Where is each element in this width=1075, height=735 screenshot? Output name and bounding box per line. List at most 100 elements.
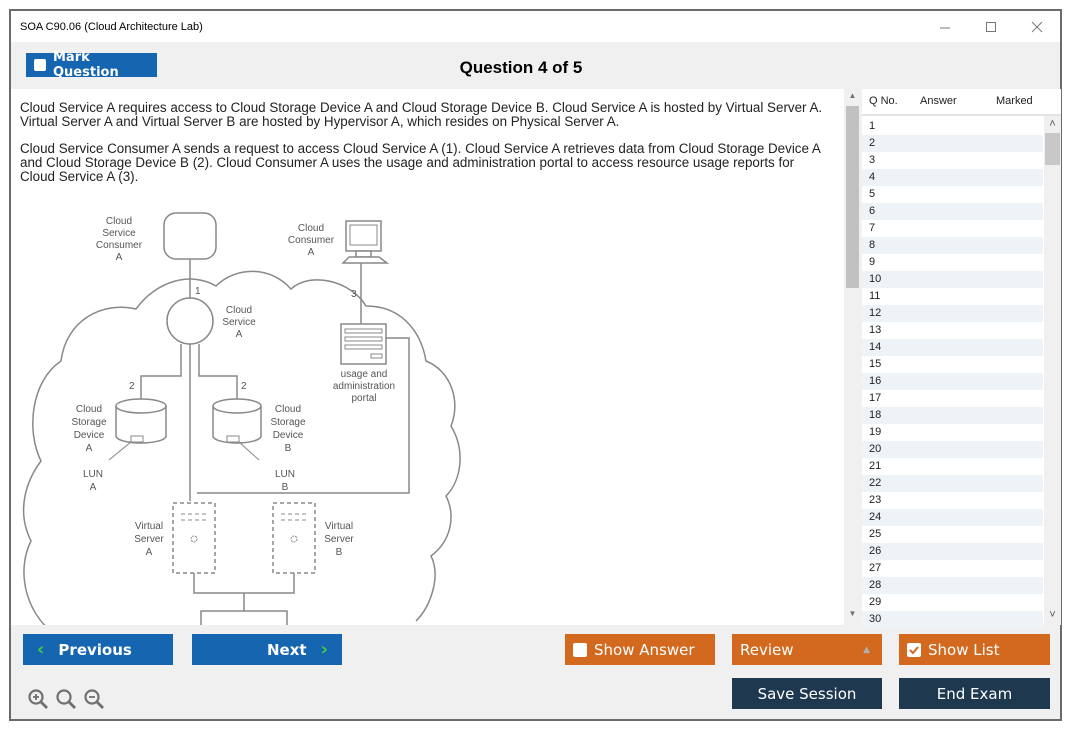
svg-text:Storage: Storage xyxy=(71,417,106,428)
question-list-row[interactable]: 8 xyxy=(862,237,1043,254)
show-list-checkbox[interactable] xyxy=(907,642,921,657)
svg-text:Service: Service xyxy=(222,317,256,328)
question-list-row[interactable]: 24 xyxy=(862,509,1043,526)
question-list-row[interactable]: 12 xyxy=(862,305,1043,322)
show-answer-label: Show Answer xyxy=(594,640,695,659)
next-label: Next xyxy=(267,640,307,659)
question-list-row[interactable]: 22 xyxy=(862,475,1043,492)
show-list-button[interactable]: Show List xyxy=(899,634,1050,665)
list-scroll-up-icon[interactable]: ˄ xyxy=(1049,118,1056,130)
col-answer[interactable]: Answer xyxy=(920,95,957,107)
content-scrollbar[interactable]: ▲ ▼ xyxy=(844,89,861,625)
svg-text:portal: portal xyxy=(351,393,376,404)
cloud-service-consumer-box xyxy=(163,212,217,260)
question-list-row[interactable]: 25 xyxy=(869,528,882,540)
svg-text:Service: Service xyxy=(102,228,136,239)
next-button[interactable]: Next › xyxy=(192,634,342,665)
mark-question-button[interactable]: Mark Question xyxy=(26,50,157,80)
svg-text:Storage: Storage xyxy=(270,417,305,428)
zoom-in-icon[interactable] xyxy=(27,688,49,710)
question-list-row[interactable]: 23 xyxy=(869,494,882,506)
mark-question-checkbox[interactable] xyxy=(34,59,46,71)
question-list-row[interactable]: 3 xyxy=(869,154,876,166)
zoom-out-icon[interactable] xyxy=(83,688,105,710)
zoom-reset-icon[interactable] xyxy=(55,688,77,710)
question-panel: Cloud Service A requires access to Cloud… xyxy=(11,89,844,625)
question-list-row[interactable]: 17 xyxy=(869,392,882,404)
question-list-row[interactable]: 20 xyxy=(862,441,1043,458)
question-list-row[interactable]: 19 xyxy=(869,426,882,438)
question-list-row[interactable]: 5 xyxy=(869,188,876,200)
question-list-row[interactable]: 14 xyxy=(862,339,1043,356)
show-answer-button[interactable]: Show Answer xyxy=(565,634,715,665)
question-list-row[interactable]: 21 xyxy=(869,460,882,472)
question-paragraph: Cloud Service Consumer A sends a request… xyxy=(20,141,821,184)
step-3-label: 3 xyxy=(351,289,357,300)
svg-text:B: B xyxy=(285,443,292,454)
svg-text:LUN: LUN xyxy=(83,469,103,480)
question-list-row[interactable]: 26 xyxy=(862,543,1043,560)
previous-button[interactable]: ‹ Previous xyxy=(23,634,173,665)
end-exam-button[interactable]: End Exam xyxy=(899,678,1050,709)
question-list-row[interactable]: 11 xyxy=(869,290,881,302)
question-list-row[interactable]: 15 xyxy=(869,358,882,370)
question-paragraph: Cloud Service A requires access to Cloud… xyxy=(20,100,823,129)
svg-text:Virtual: Virtual xyxy=(325,521,353,532)
svg-text:Consumer: Consumer xyxy=(288,235,335,246)
review-dropdown[interactable]: Review ▲ xyxy=(732,634,882,665)
question-list-row[interactable]: 10 xyxy=(862,271,1043,288)
question-list-row[interactable]: 16 xyxy=(862,373,1043,390)
question-list-row[interactable]: 27 xyxy=(869,562,882,574)
mark-question-label: Mark Question xyxy=(53,50,119,80)
svg-text:Cloud: Cloud xyxy=(76,404,102,415)
question-list-row[interactable]: 29 xyxy=(869,596,882,608)
chevron-left-icon: ‹ xyxy=(37,639,45,660)
close-icon xyxy=(1031,21,1043,33)
question-list-row[interactable]: 6 xyxy=(862,203,1043,220)
question-list-row[interactable]: 13 xyxy=(869,324,882,336)
question-list-header: Q No. Answer Marked xyxy=(862,89,1061,116)
question-list-row[interactable]: 28 xyxy=(862,577,1043,594)
svg-text:A: A xyxy=(146,547,153,558)
col-qno[interactable]: Q No. xyxy=(869,95,898,107)
svg-text:A: A xyxy=(86,443,93,454)
question-list-row[interactable]: 7 xyxy=(869,222,876,234)
storage-device-b xyxy=(212,398,262,461)
svg-text:Cloud: Cloud xyxy=(106,216,132,227)
question-list-row[interactable]: 30 xyxy=(862,611,1043,628)
list-scroll-thumb[interactable] xyxy=(1045,133,1060,165)
question-list-row[interactable]: 2 xyxy=(862,135,1043,152)
cloud-outline xyxy=(22,270,461,625)
maximize-button[interactable] xyxy=(971,15,1011,39)
minimize-button[interactable] xyxy=(925,15,965,39)
cc-label: Cloud Consumer A xyxy=(288,223,335,258)
list-scroll-down-icon[interactable]: ˅ xyxy=(1049,609,1056,621)
question-list-row[interactable]: 9 xyxy=(869,256,876,268)
svg-text:Cloud: Cloud xyxy=(226,305,252,316)
col-marked[interactable]: Marked xyxy=(996,95,1033,107)
review-label: Review xyxy=(740,640,794,659)
svg-text:B: B xyxy=(336,547,343,558)
cs-label: Cloud Service A xyxy=(222,305,256,340)
question-list-row[interactable]: 1 xyxy=(869,120,876,132)
svg-text:LUN: LUN xyxy=(275,469,295,480)
save-session-button[interactable]: Save Session xyxy=(732,678,882,709)
scroll-down-arrow-icon[interactable]: ▼ xyxy=(848,609,857,618)
scroll-up-arrow-icon[interactable]: ▲ xyxy=(848,91,857,100)
vs-a-label: Virtual Server A xyxy=(134,521,164,558)
caret-up-icon: ▲ xyxy=(863,644,870,655)
question-list-row[interactable]: 18 xyxy=(862,407,1043,424)
window-title: SOA C90.06 (Cloud Architecture Lab) xyxy=(20,21,203,33)
svg-text:Cloud: Cloud xyxy=(298,223,324,234)
content-scroll-thumb[interactable] xyxy=(846,106,859,288)
show-answer-checkbox[interactable] xyxy=(573,642,587,657)
computer-icon xyxy=(341,220,390,264)
svg-text:usage and: usage and xyxy=(341,369,388,380)
question-list-scrollbar[interactable]: ˄ ˅ xyxy=(1044,116,1061,625)
svg-text:A: A xyxy=(236,329,243,340)
svg-text:A: A xyxy=(308,247,315,258)
svg-text:Device: Device xyxy=(74,430,105,441)
question-list-row[interactable]: 4 xyxy=(862,169,1043,186)
close-button[interactable] xyxy=(1017,15,1057,39)
